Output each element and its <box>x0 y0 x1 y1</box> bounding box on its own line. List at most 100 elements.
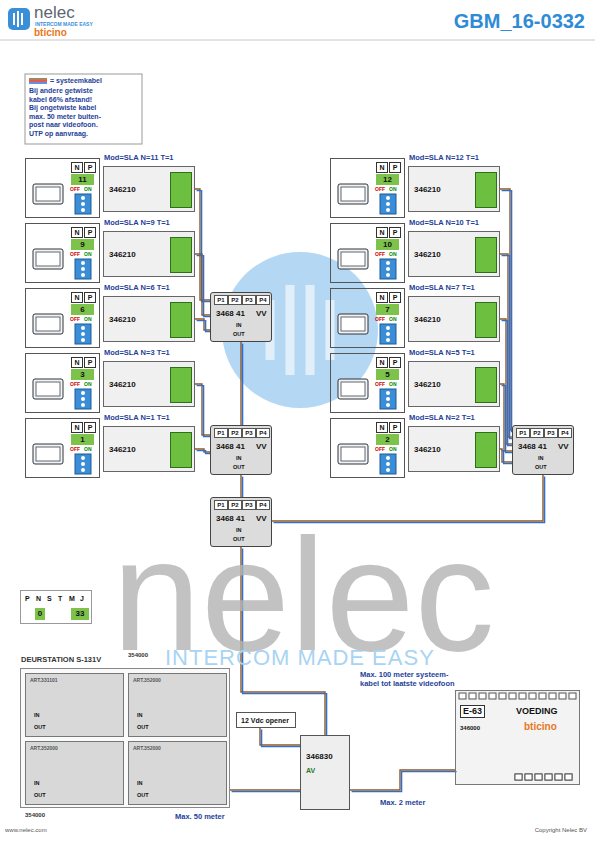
note-line: post naar videofoon. <box>29 121 98 130</box>
port-label: P4 <box>256 428 270 438</box>
logo-bars <box>14 11 22 27</box>
terminal-screw <box>81 397 85 401</box>
monitor-symbol <box>338 314 368 334</box>
switch-label: ON <box>84 251 92 257</box>
psu-terminal <box>555 774 562 780</box>
part-code: VV <box>256 309 267 319</box>
psu-terminal <box>525 774 532 780</box>
config-letter: T <box>58 595 62 603</box>
terminal-label: IN <box>236 322 242 329</box>
cable-brown <box>350 770 455 790</box>
brand-label: bticino <box>524 721 557 733</box>
psu-terminal <box>499 693 506 699</box>
node-room: NP2OFFON <box>330 418 405 478</box>
terminal-block <box>170 172 192 208</box>
port-label: P4 <box>256 500 270 510</box>
monitor-symbol <box>338 249 368 269</box>
apartment-number: 7 <box>376 304 399 315</box>
name-label: N <box>71 162 83 173</box>
port-label: P1 <box>214 295 228 305</box>
part-number: 346000 <box>460 724 480 732</box>
node-dmod: ART.352000INOUT <box>25 741 124 805</box>
terminal-label: OUT <box>535 464 547 471</box>
node-mod: Mod=SLA N=12 T=1346210 <box>408 166 500 212</box>
terminal-screw <box>81 468 85 472</box>
port-label: P1 <box>516 428 530 438</box>
name-label: N <box>376 227 388 238</box>
station-heading: DEURSTATION S-131V <box>21 655 101 665</box>
watermark-bars <box>270 285 330 375</box>
config-value: 33 <box>71 608 89 620</box>
cable-note: Max. 2 meter <box>380 798 425 807</box>
name-label: P <box>84 162 96 173</box>
cable-note: Max. 50 meter <box>175 812 225 821</box>
name-label: P <box>84 357 96 368</box>
terminal-label: IN <box>137 712 143 719</box>
apartment-number: 2 <box>376 434 399 445</box>
terminal-label: IN <box>34 780 40 787</box>
port-label: P4 <box>256 295 270 305</box>
terminal-label: OUT <box>34 724 46 731</box>
node-room: NP10OFFON <box>330 223 405 283</box>
terminal-block <box>380 194 396 214</box>
name-label: N <box>376 292 388 303</box>
cable-note: kabel tot laatste videofoon <box>360 679 455 688</box>
terminal-block <box>75 194 91 214</box>
monitor-symbol <box>33 249 63 269</box>
monitor-screen <box>36 382 60 396</box>
part-number: ART.352000 <box>133 677 161 683</box>
port-label: P3 <box>242 428 256 438</box>
terminal-label: OUT <box>34 792 46 799</box>
module-heading: Mod=SLA N=10 T=1 <box>409 218 479 228</box>
terminal-block <box>475 302 497 338</box>
port-label: P3 <box>544 428 558 438</box>
part-number: 3468 41 <box>216 309 245 319</box>
apartment-number: 6 <box>71 304 94 315</box>
terminal-label: IN <box>236 455 242 462</box>
part-number: 346210 <box>109 380 136 390</box>
switch-label: ON <box>84 316 92 322</box>
monitor-symbol <box>33 379 63 399</box>
port-label: P2 <box>228 428 242 438</box>
module-heading: Mod=SLA N=3 T=1 <box>104 348 170 358</box>
part-number: 346210 <box>414 445 441 455</box>
psu-terminal <box>565 774 572 780</box>
switch-label: ON <box>389 446 397 452</box>
terminal-screw <box>81 196 85 200</box>
node-room: NP3OFFON <box>25 353 100 413</box>
part-number: 3468 41 <box>216 442 245 452</box>
terminal-screw <box>81 456 85 460</box>
module-heading: Mod=SLA N=6 T=1 <box>104 283 170 293</box>
terminal-label: OUT <box>233 464 245 471</box>
node-room: NP1OFFON <box>25 418 100 478</box>
name-label: N <box>71 357 83 368</box>
monitor-symbol <box>33 184 63 204</box>
port-label: P1 <box>214 500 228 510</box>
psu-terminal <box>535 774 542 780</box>
node-room: NP7OFFON <box>330 288 405 348</box>
psu-terminal <box>515 774 522 780</box>
monitor-screen <box>341 317 365 331</box>
terminal-block <box>380 389 396 409</box>
cable-blue <box>29 82 47 84</box>
brand-logo: bticino <box>34 27 67 39</box>
config-letter: P <box>25 595 30 603</box>
psu-terminal <box>565 774 572 780</box>
name-label: P <box>389 292 401 303</box>
system-cable <box>350 770 457 792</box>
logo-text: nelec <box>34 3 75 23</box>
monitor-symbol <box>33 444 63 464</box>
node-dist: P1P2P3P43468 41VVINOUT <box>512 425 574 475</box>
config-letter: N <box>36 595 41 603</box>
terminal-screw <box>81 338 85 342</box>
terminal-block <box>75 389 91 409</box>
system-cable <box>260 728 302 747</box>
system-cable <box>500 254 514 439</box>
node-room: NP6OFFON <box>25 288 100 348</box>
terminal-block <box>75 324 91 344</box>
psu-terminal <box>545 774 552 780</box>
module-heading: Mod=SLA N=1 T=1 <box>104 413 170 423</box>
switch-label: ON <box>389 186 397 192</box>
terminal-block <box>380 454 396 474</box>
terminal-screw <box>81 403 85 407</box>
